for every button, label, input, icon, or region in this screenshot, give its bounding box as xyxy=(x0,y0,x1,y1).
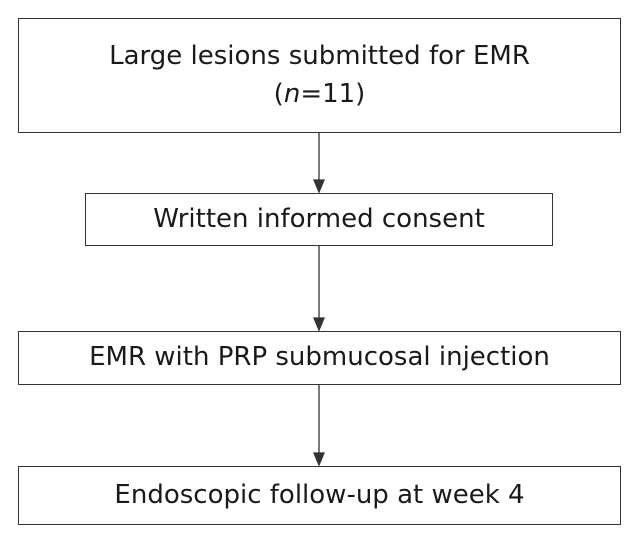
step-emr-prp-label: EMR with PRP submucosal injection xyxy=(89,342,550,373)
step-consent-box: Written informed consent xyxy=(85,193,553,246)
arrowhead-2-to-3 xyxy=(313,317,325,332)
step-large-lesions-count: (n=11) xyxy=(274,76,366,114)
count-variable: n xyxy=(283,78,301,109)
count-value: =11) xyxy=(300,78,366,109)
step-large-lesions-title: Large lesions submitted for EMR xyxy=(109,40,530,71)
arrowhead-1-to-2 xyxy=(313,179,325,194)
step-emr-prp-box: EMR with PRP submucosal injection xyxy=(18,331,621,385)
arrowhead-3-to-4 xyxy=(313,452,325,467)
step-follow-up-label: Endoscopic follow-up at week 4 xyxy=(114,479,525,510)
count-open-paren: ( xyxy=(273,78,284,109)
step-large-lesions-box: Large lesions submitted for EMR (n=11) xyxy=(18,18,621,133)
step-consent-label: Written informed consent xyxy=(153,203,485,234)
step-follow-up-box: Endoscopic follow-up at week 4 xyxy=(18,466,621,525)
